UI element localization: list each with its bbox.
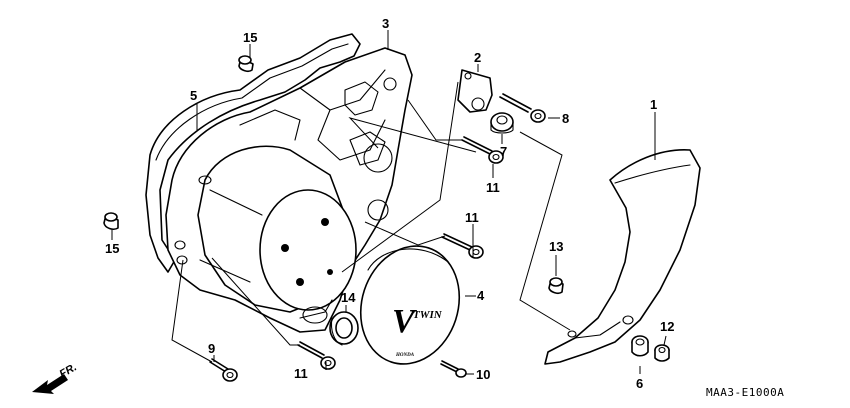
- label-15-top: 15: [243, 30, 257, 45]
- dowel-pin-15-top: [238, 55, 254, 73]
- label-6: 6: [636, 376, 643, 391]
- collar-13: [548, 277, 564, 295]
- label-12: 12: [660, 319, 674, 334]
- label-15-left: 15: [105, 241, 119, 256]
- leader-lines: [111, 30, 667, 375]
- label-4: 4: [477, 288, 485, 303]
- label-3: 3: [382, 16, 389, 31]
- bolt-11-top: [461, 136, 504, 164]
- oil-seal-14: [329, 311, 359, 346]
- cover-v-twin: V TWIN HONDA: [359, 245, 461, 365]
- label-14: 14: [341, 290, 356, 305]
- label-8: 8: [562, 111, 569, 126]
- cover-logo: V: [392, 303, 417, 340]
- bolt-11-middle: [441, 233, 484, 259]
- diagram-code: MAA3-E1000A: [706, 386, 784, 399]
- screw-10: [440, 360, 467, 378]
- gear-7: [490, 112, 514, 134]
- label-10: 10: [476, 367, 490, 382]
- label-5: 5: [190, 88, 197, 103]
- label-13: 13: [549, 239, 563, 254]
- side-cover-1: [544, 149, 701, 365]
- cover-logo-sub: TWIN: [413, 309, 443, 321]
- front-arrow-icon: [32, 374, 68, 394]
- label-9: 9: [208, 341, 215, 356]
- cover-brand: HONDA: [395, 353, 415, 358]
- bolt-8: [499, 93, 546, 123]
- gasket-outline: [145, 33, 361, 273]
- grommet-6: [631, 335, 649, 357]
- bolt-11-bottom: [297, 341, 336, 370]
- bolt-9: [209, 358, 238, 382]
- label-2: 2: [474, 50, 481, 65]
- grommet-12: [654, 344, 670, 362]
- label-11-middle: 11: [465, 210, 479, 225]
- dowel-pin-15-left: [103, 212, 119, 230]
- direction-label: FR.: [58, 361, 79, 380]
- label-11-bottom: 11: [294, 366, 308, 381]
- bracket-part: [457, 69, 493, 113]
- label-11-top: 11: [486, 180, 500, 195]
- label-7: 7: [500, 144, 507, 159]
- part-labels: 3 2 15 5 1 8 7 11 11 15 13 14 4 12 9 11 …: [105, 16, 674, 391]
- label-1: 1: [650, 97, 657, 112]
- crankcase-cover: [165, 47, 413, 333]
- direction-indicator: FR.: [32, 361, 79, 394]
